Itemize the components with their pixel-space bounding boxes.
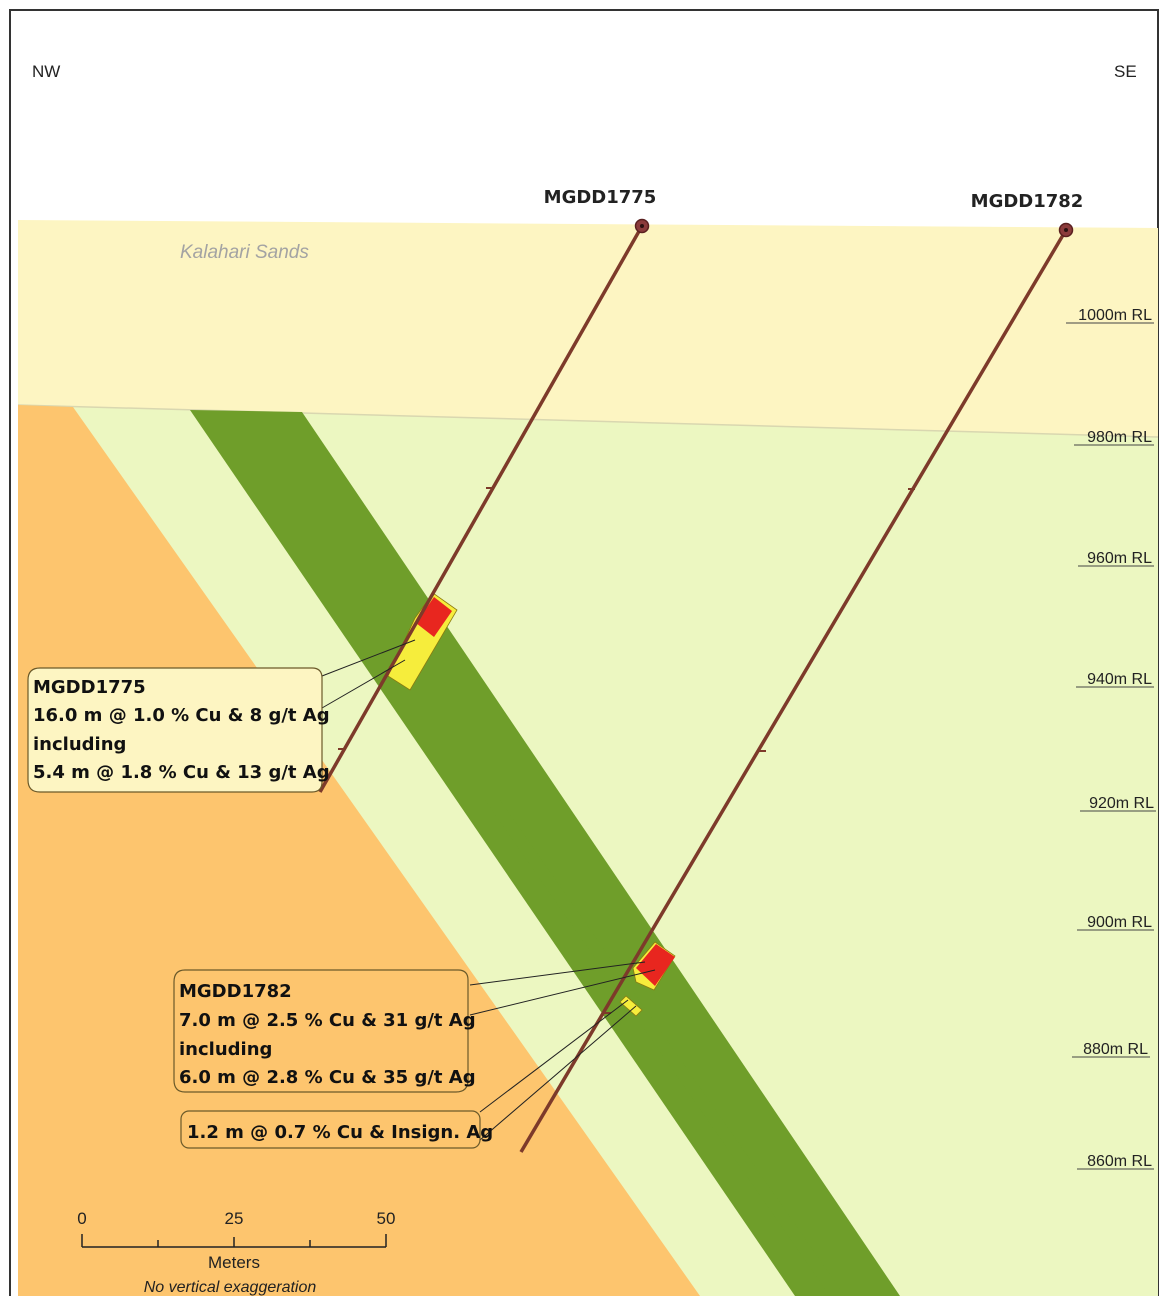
scale-tick-label: 25 — [225, 1209, 244, 1228]
drillhole-mgdd1775-trace — [318, 225, 644, 793]
callout-line: 5.4 m @ 1.8 % Cu & 13 g/t Ag — [33, 762, 330, 783]
callout-line: 1.2 m @ 0.7 % Cu & Insign. Ag — [187, 1122, 493, 1143]
callout-text-mgdd1782: MGDD1782 7.0 m @ 2.5 % Cu & 31 g/t Ag in… — [179, 981, 476, 1088]
rl-label: 960m RL — [1087, 550, 1152, 567]
callout-box-minor — [180, 1110, 481, 1149]
orientation-nw: NW — [32, 62, 60, 81]
ore-zone-main — [190, 410, 900, 1296]
mgdd1782-minor-intercept — [619, 995, 643, 1017]
kalahari-sands-unit — [18, 220, 1158, 437]
mgdd1782-high-grade — [636, 944, 675, 986]
scale-tick-label: 50 — [377, 1209, 396, 1228]
rl-label: 900m RL — [1087, 914, 1152, 931]
rl-label: 980m RL — [1087, 429, 1152, 446]
rl-label: 1000m RL — [1078, 307, 1152, 324]
rl-underlines — [1066, 322, 1156, 1170]
callout-text-mgdd1775: MGDD1775 16.0 m @ 1.0 % Cu & 8 g/t Ag in… — [33, 677, 330, 783]
drillhole-mgdd1782-trace — [519, 229, 1068, 1153]
hole-label-mgdd1775: MGDD1775 — [544, 187, 657, 208]
callout-box-mgdd1775 — [27, 667, 323, 793]
callout-line: including — [179, 1039, 272, 1060]
collar-mgdd1782-icon — [1058, 222, 1074, 238]
rl-label: 860m RL — [1087, 1153, 1152, 1170]
kalahari-sands-label: Kalahari Sands — [180, 242, 309, 263]
orientation-se: SE — [1114, 62, 1137, 81]
callout-box-mgdd1782 — [173, 969, 469, 1093]
hole-label-mgdd1782: MGDD1782 — [971, 191, 1084, 212]
callout-line: 7.0 m @ 2.5 % Cu & 31 g/t Ag — [179, 1010, 476, 1031]
callout-line: 16.0 m @ 1.0 % Cu & 8 g/t Ag — [33, 705, 330, 726]
rl-label: 940m RL — [1087, 671, 1152, 688]
rl-labels: 1000m RL 980m RL 960m RL 940m RL 920m RL… — [1078, 307, 1154, 1170]
scale-bar: 0 25 50 Meters No vertical exaggeration — [77, 1209, 395, 1296]
callout-line: 6.0 m @ 2.8 % Cu & 35 g/t Ag — [179, 1067, 476, 1088]
scale-tick-label: 0 — [77, 1209, 86, 1228]
ore-zone-splay — [485, 800, 845, 1296]
rl-label: 880m RL — [1083, 1041, 1148, 1058]
callout-line: MGDD1782 — [179, 981, 292, 1002]
scale-note: No vertical exaggeration — [144, 1279, 317, 1296]
mgdd1775-high-grade — [416, 597, 452, 637]
collar-mgdd1775-icon — [634, 218, 650, 234]
drillhole-tick-marks — [338, 487, 915, 1014]
callout-line: including — [33, 734, 126, 755]
rl-label: 920m RL — [1089, 795, 1154, 812]
scale-unit-label: Meters — [208, 1253, 260, 1272]
callout-leaders — [321, 639, 656, 1141]
callout-line: MGDD1775 — [33, 677, 146, 698]
